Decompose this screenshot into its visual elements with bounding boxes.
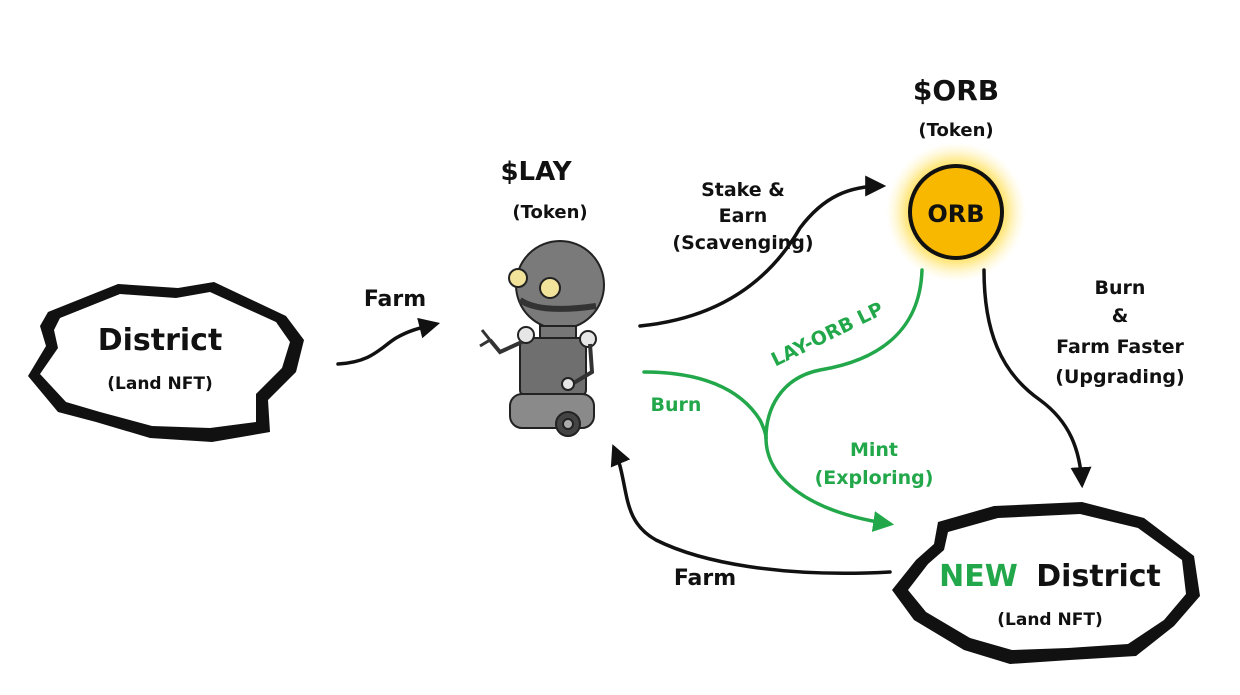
farm-label-top: Farm bbox=[364, 287, 426, 312]
burn-label-line3: Farm Faster bbox=[1056, 336, 1184, 358]
district-subtitle: (Land NFT) bbox=[107, 374, 212, 394]
orb-subtitle: (Token) bbox=[918, 120, 993, 141]
new-district-title: NEW District bbox=[939, 559, 1161, 594]
district-node: District (Land NFT) bbox=[28, 282, 304, 442]
upgrade-arrow bbox=[982, 268, 1092, 489]
burn-green-label: Burn bbox=[651, 394, 702, 416]
new-district-node: NEW District (Land NFT) bbox=[892, 502, 1200, 664]
lay-title: $LAY bbox=[500, 157, 572, 187]
district-blob-fill bbox=[40, 292, 290, 428]
new-district-subtitle: (Land NFT) bbox=[997, 610, 1102, 630]
burn-label-line1: Burn bbox=[1095, 277, 1146, 299]
orb-title: $ORB bbox=[913, 74, 999, 107]
farm-arrow-bottom bbox=[610, 444, 892, 575]
new-district-blob-fill bbox=[908, 514, 1186, 650]
district-title: District bbox=[98, 323, 223, 358]
stake-label-line2: Earn bbox=[719, 205, 768, 227]
lp-label: LAY-ORB LP bbox=[768, 298, 887, 371]
burn-curve bbox=[642, 370, 768, 440]
lp-curve bbox=[764, 268, 924, 440]
orb-coin-label: ORB bbox=[927, 200, 984, 228]
mint-label-line1: Mint bbox=[850, 439, 898, 461]
new-district-highlight: NEW bbox=[939, 559, 1018, 594]
robot-icon bbox=[479, 240, 605, 437]
mint-arrow bbox=[764, 436, 895, 532]
stake-label-line1: Stake & bbox=[701, 179, 785, 201]
burn-label-line2: & bbox=[1112, 305, 1129, 327]
orb-coin-icon: ORB bbox=[886, 142, 1026, 282]
mint-label-line2: (Exploring) bbox=[815, 467, 934, 489]
new-district-title-text: District bbox=[1036, 559, 1161, 594]
lay-subtitle: (Token) bbox=[512, 202, 587, 223]
stake-arrow bbox=[638, 175, 887, 328]
farm-label-bottom: Farm bbox=[674, 566, 736, 591]
farm-arrow-top bbox=[336, 317, 441, 366]
stake-label-line3: (Scavenging) bbox=[672, 232, 813, 254]
burn-label-line4: (Upgrading) bbox=[1055, 366, 1184, 388]
